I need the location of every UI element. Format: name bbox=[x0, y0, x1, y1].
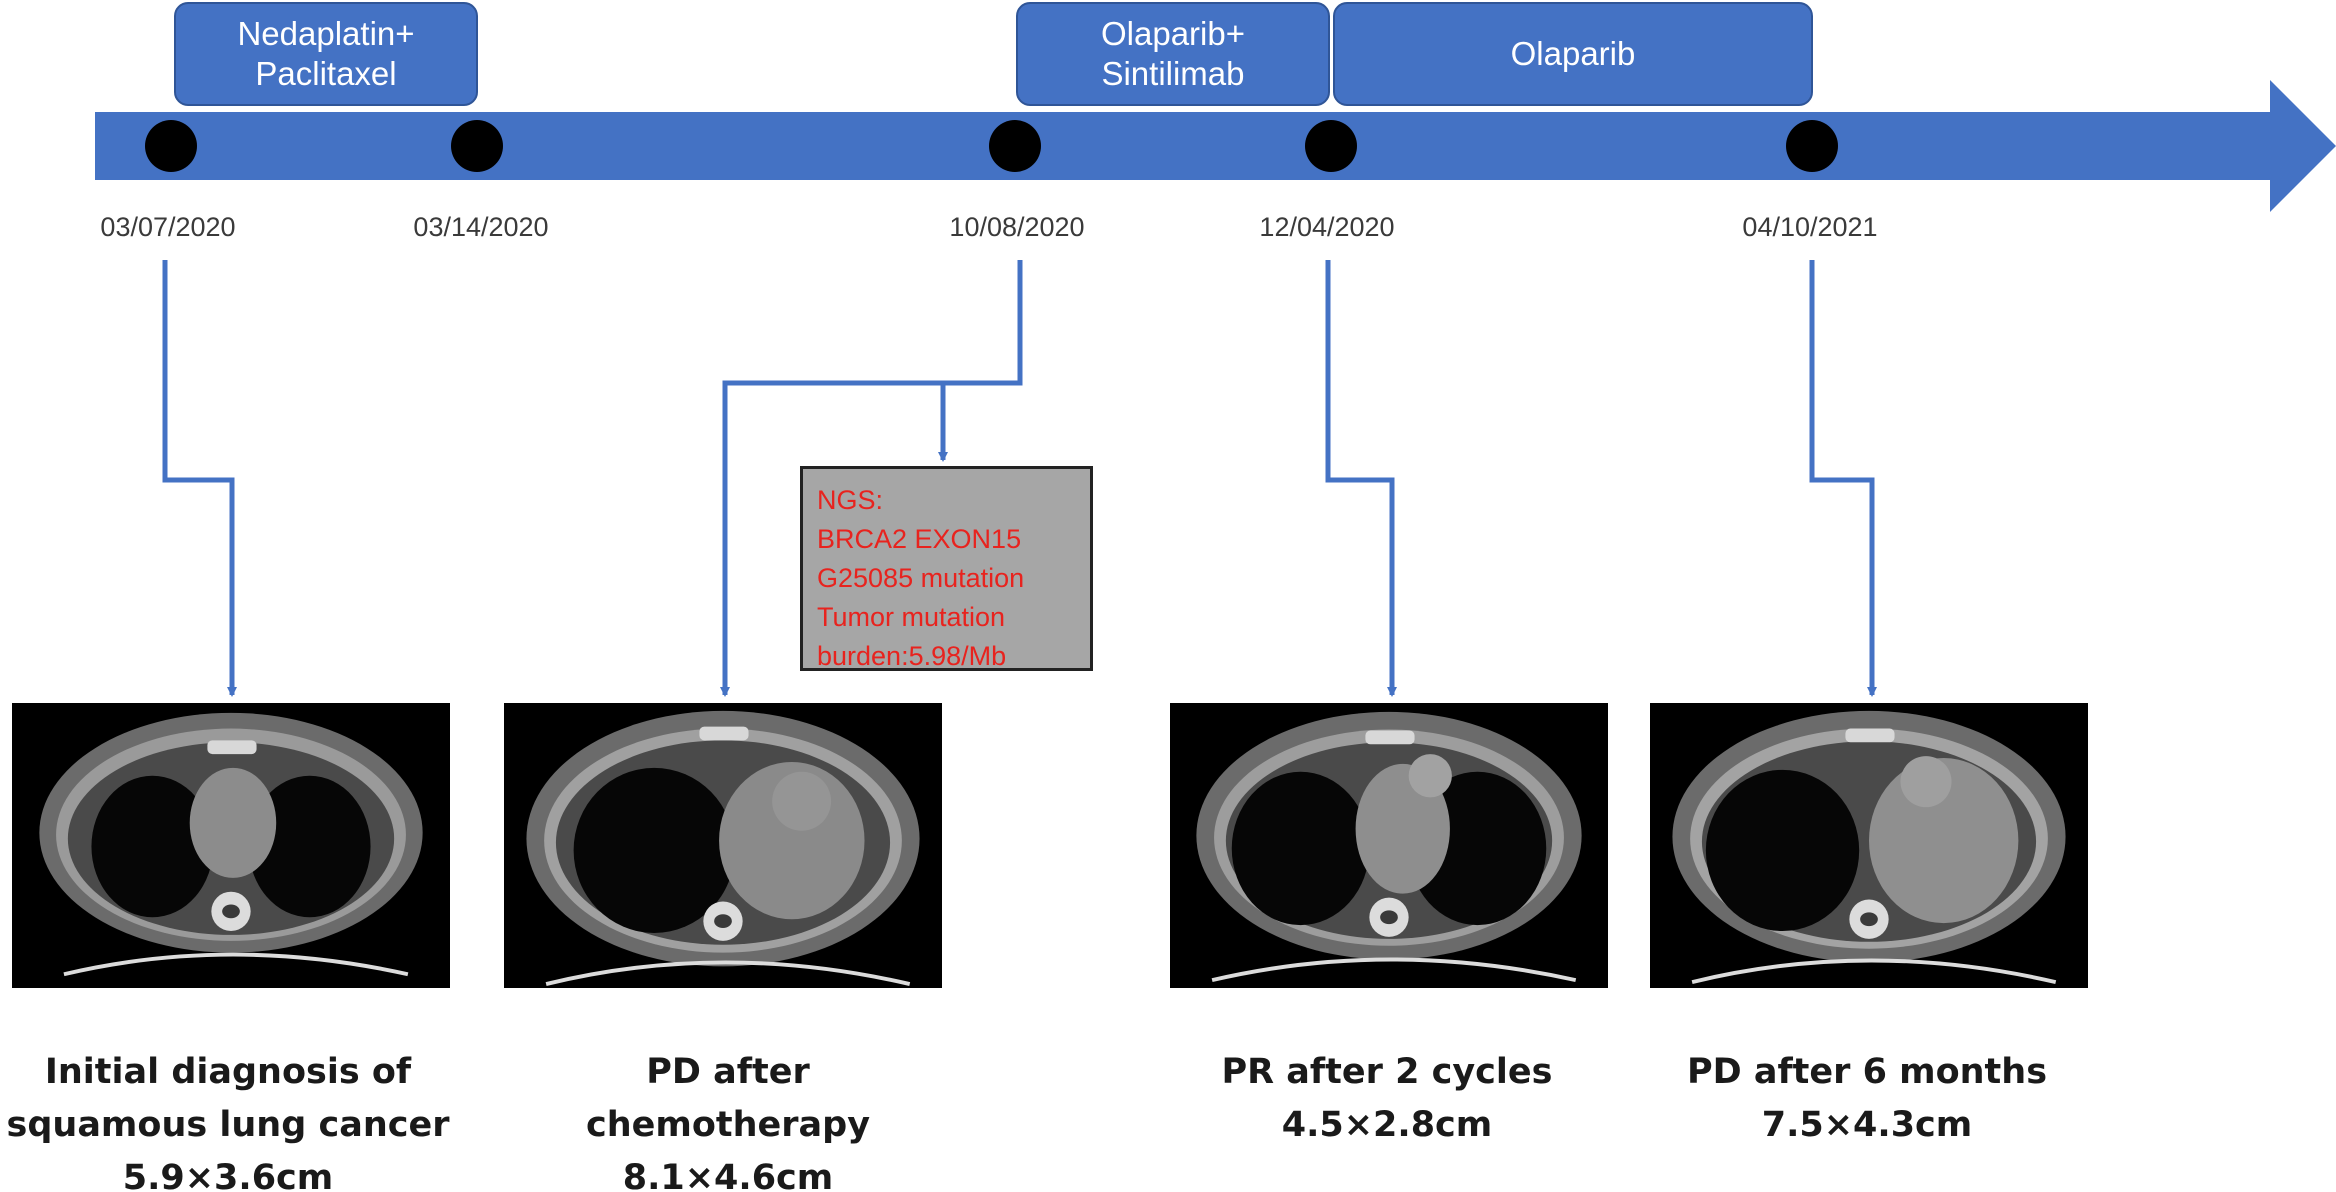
timeline-date: 03/07/2020 bbox=[100, 212, 236, 242]
scan-caption: PD after 6 months 7.5×4.3cm bbox=[1607, 1046, 2127, 1152]
timeline-marker bbox=[1786, 120, 1838, 172]
ct-scan-image bbox=[1650, 703, 2088, 988]
caption-line: 7.5×4.3cm bbox=[1761, 1105, 1973, 1145]
ngs-line: Tumor mutation bbox=[817, 602, 1006, 632]
ngs-line: G25085 mutation bbox=[817, 563, 1025, 593]
timeline-arrow bbox=[95, 80, 2336, 212]
caption-line: 5.9×3.6cm bbox=[122, 1158, 334, 1192]
caption-line: PD after bbox=[646, 1052, 810, 1092]
caption-line: PR after 2 cycles bbox=[1221, 1052, 1553, 1092]
caption-line: Initial diagnosis of bbox=[44, 1052, 412, 1092]
connector-line bbox=[162, 260, 237, 697]
timeline-date: 03/14/2020 bbox=[413, 212, 549, 242]
caption-line: chemotherapy bbox=[585, 1105, 871, 1145]
scan-caption: PR after 2 cycles 4.5×2.8cm bbox=[1127, 1046, 1647, 1152]
connector-line bbox=[1809, 260, 1877, 697]
timeline-marker bbox=[145, 120, 197, 172]
ct-scan-image bbox=[12, 703, 450, 988]
scan-caption: Initial diagnosis of squamous lung cance… bbox=[0, 1046, 488, 1192]
scan-caption: PD after chemotherapy 8.1×4.6cm bbox=[468, 1046, 988, 1192]
caption-line: squamous lung cancer bbox=[6, 1105, 450, 1145]
connector-line bbox=[1325, 260, 1397, 697]
ngs-line: burden:5.98/Mb bbox=[817, 641, 1007, 671]
timeline-date: 10/08/2020 bbox=[949, 212, 1085, 242]
ngs-line: NGS: bbox=[817, 485, 884, 515]
caption-line: PD after 6 months bbox=[1686, 1052, 2048, 1092]
ct-scan-image bbox=[1170, 703, 1608, 988]
ct-scan-image bbox=[504, 703, 942, 988]
caption-line: 8.1×4.6cm bbox=[622, 1158, 834, 1192]
timeline-marker bbox=[451, 120, 503, 172]
timeline-marker bbox=[1305, 120, 1357, 172]
treatment-box: Olaparib+ Sintilimab bbox=[1016, 2, 1330, 106]
caption-line: 4.5×2.8cm bbox=[1281, 1105, 1493, 1145]
connector-line bbox=[720, 260, 1023, 697]
timeline-marker bbox=[989, 120, 1041, 172]
ngs-line: BRCA2 EXON15 bbox=[817, 524, 1022, 554]
timeline-date: 12/04/2020 bbox=[1259, 212, 1395, 242]
ngs-result-box: NGS: BRCA2 EXON15 G25085 mutation Tumor … bbox=[800, 466, 1093, 671]
treatment-box: Olaparib bbox=[1333, 2, 1813, 106]
treatment-box: Nedaplatin+ Paclitaxel bbox=[174, 2, 478, 106]
timeline-date: 04/10/2021 bbox=[1742, 212, 1878, 242]
